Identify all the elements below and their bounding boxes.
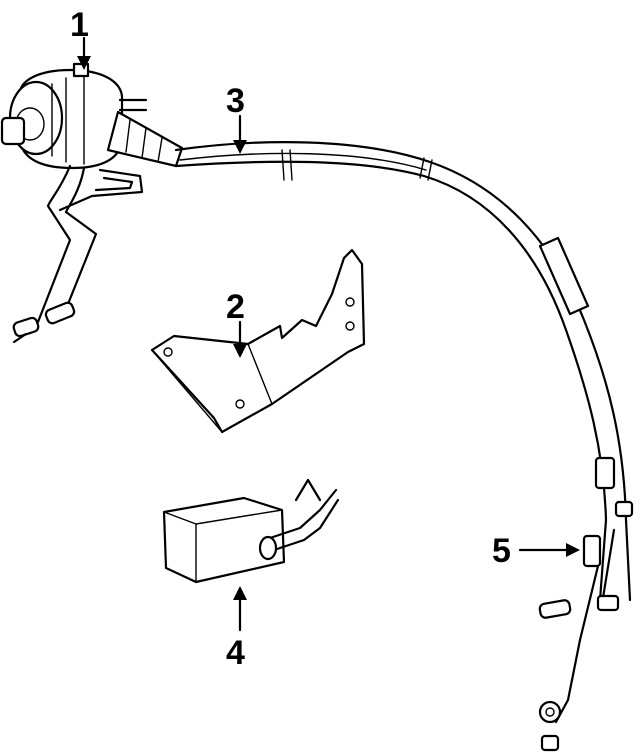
callout-label: 3 [226,82,245,120]
callout-2: 2 [226,288,247,358]
part-2-bracket [150,248,366,434]
callout-1: 1 [70,6,91,70]
part-3-5-cable [174,141,634,752]
callout-label: 2 [226,288,245,326]
callout-label: 4 [226,634,245,672]
callout-label: 5 [492,532,511,570]
callout-4: 4 [226,586,247,672]
callout-2-arrow [233,344,247,358]
part-4-module [162,478,340,584]
callout-5-arrow [566,543,580,557]
callout-4-arrow [233,586,247,600]
callout-1-arrow [77,56,91,70]
callout-5: 5 [492,532,580,570]
callout-3: 3 [226,82,247,154]
callout-3-arrow [233,140,247,154]
part-1-actuator [0,62,184,344]
callout-label: 1 [70,6,89,44]
